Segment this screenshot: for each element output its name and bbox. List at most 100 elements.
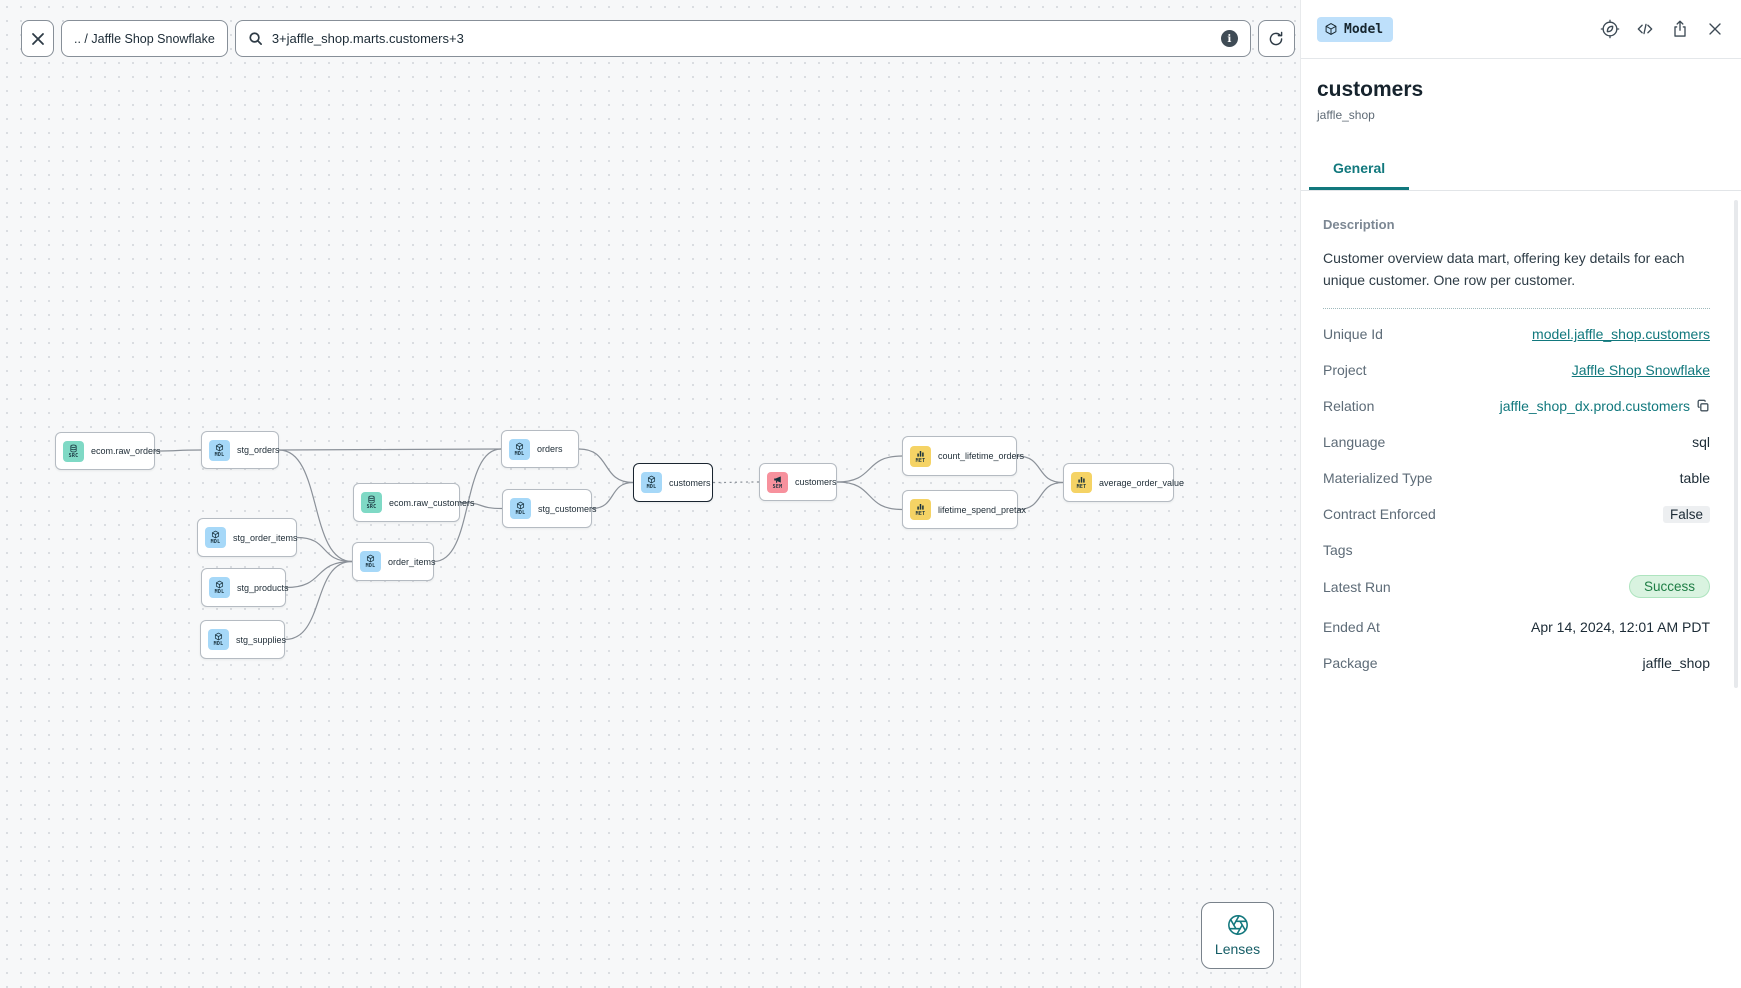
node-label: ecom.raw_customers (389, 497, 475, 508)
node-label: customers (795, 477, 837, 487)
compass-icon (1600, 19, 1620, 39)
refresh-button[interactable] (1257, 20, 1295, 57)
resource-type-badge: Model (1317, 16, 1394, 42)
field-row-contract-enforced: Contract Enforced False (1323, 503, 1710, 525)
divider (1323, 308, 1710, 310)
field-label: Unique Id (1323, 326, 1383, 343)
field-row-materialized-type: Materialized Type table (1323, 467, 1710, 489)
unique-id-link[interactable]: model.jaffle_shop.customers (1532, 326, 1710, 343)
panel-header-actions (1600, 19, 1725, 39)
copy-icon (1697, 400, 1709, 412)
database-icon: SRC (361, 492, 382, 513)
node-label: stg_supplies (236, 634, 287, 645)
lineage-edge (154, 449, 202, 452)
node-label: stg_orders (237, 445, 280, 455)
refresh-icon (1270, 31, 1283, 45)
project-link[interactable]: Jaffle Shop Snowflake (1571, 362, 1710, 379)
lineage-node-stg_products[interactable]: MDL stg_products (201, 568, 289, 607)
node-label: orders (537, 444, 563, 454)
description-label: Description (1323, 217, 1395, 232)
field-row-project: Project Jaffle Shop Snowflake (1323, 359, 1710, 381)
package-icon: MDL (510, 498, 531, 519)
field-row-relation: Relation jaffle_shop_dx.prod.customers (1323, 395, 1710, 417)
close-icon (31, 32, 44, 45)
lenses-label: Lenses (1214, 941, 1261, 957)
lineage-toolbar: .. / Jaffle Shop Snowflake i (21, 20, 1295, 57)
package-icon: MDL (641, 472, 662, 493)
close-lineage-button[interactable] (21, 20, 54, 57)
lineage-node-ecom_raw_customers[interactable]: SRC ecom.raw_customers (353, 483, 475, 522)
field-row-tags: Tags (1323, 539, 1710, 561)
lineage-edge (591, 481, 634, 510)
lineage-node-stg_customers[interactable]: MDL stg_customers (502, 489, 597, 528)
node-label: ecom.raw_orders (91, 446, 161, 456)
field-label: Ended At (1323, 619, 1380, 636)
bar-chart-icon: MET (910, 445, 931, 467)
package-icon: MDL (209, 577, 230, 598)
info-icon[interactable]: i (1220, 30, 1238, 47)
field-row-latest-run: Latest Run Success (1323, 575, 1710, 599)
bar-chart-icon: MET (910, 499, 931, 520)
lineage-edge (285, 560, 353, 589)
code-icon (1637, 23, 1653, 35)
node-label: stg_customers (538, 503, 597, 514)
database-icon: SRC (63, 440, 84, 462)
lineage-edges (154, 448, 1064, 641)
field-label: Relation (1323, 398, 1375, 415)
lineage-search-input[interactable] (271, 31, 1212, 46)
close-panel-button[interactable] (1705, 19, 1725, 39)
field-row-language: Language sql (1323, 431, 1710, 453)
lineage-edge (836, 455, 903, 483)
field-label: Latest Run (1323, 578, 1391, 595)
panel-subtitle: jaffle_shop (1317, 108, 1375, 122)
share-icon (1674, 20, 1686, 37)
close-icon (1709, 23, 1721, 35)
panel-header: Model (1301, 0, 1741, 59)
field-row-unique-id: Unique Id model.jaffle_shop.customers (1323, 323, 1710, 345)
panel-title-block: customers jaffle_shop (1301, 59, 1741, 122)
package-icon: MDL (209, 439, 230, 461)
lineage-node-ecom_raw_orders[interactable]: SRC ecom.raw_orders (55, 432, 161, 470)
field-label: Materialized Type (1323, 470, 1433, 487)
view-code-button[interactable] (1635, 19, 1655, 39)
field-row-ended-at: Ended At Apr 14, 2024, 12:01 AM PDT (1323, 616, 1710, 638)
copy-relation-button[interactable] (1696, 399, 1710, 413)
breadcrumb[interactable]: .. / Jaffle Shop Snowflake (61, 20, 228, 57)
lineage-edge (284, 560, 353, 641)
description-text: Customer overview data mart, offering ke… (1323, 250, 1685, 288)
node-label: order_items (388, 556, 436, 567)
lineage-edge (433, 448, 502, 563)
lineage-node-lifetime_spend_pretax[interactable]: MET lifetime_spend_pretax (902, 490, 1026, 529)
panel-scrollbar[interactable] (1734, 200, 1738, 688)
ended-at-value: Apr 14, 2024, 12:01 AM PDT (1531, 619, 1710, 636)
lenses-button[interactable]: Lenses (1201, 902, 1274, 969)
package-icon: MDL (205, 527, 226, 548)
lineage-node-stg_supplies[interactable]: MDL stg_supplies (200, 620, 287, 659)
field-label: Language (1323, 434, 1386, 451)
lineage-node-stg_orders[interactable]: MDL stg_orders (201, 431, 280, 469)
lineage-edge (459, 501, 503, 510)
details-panel: Model (1300, 0, 1741, 988)
explore-lineage-button[interactable] (1600, 19, 1620, 39)
node-label: lifetime_spend_pretax (938, 504, 1027, 515)
package-value: jaffle_shop (1642, 655, 1710, 672)
package-icon: MDL (208, 629, 229, 650)
lineage-edge (278, 449, 353, 563)
aperture-icon (1227, 915, 1248, 935)
lineage-edge (1017, 481, 1064, 511)
lineage-search: i (234, 20, 1251, 57)
status-badge: Success (1628, 575, 1710, 599)
relation-value: jaffle_shop_dx.prod.customers (1499, 398, 1690, 415)
node-label: stg_products (237, 582, 289, 593)
share-button[interactable] (1670, 19, 1690, 39)
tab-general[interactable]: General (1309, 150, 1410, 190)
